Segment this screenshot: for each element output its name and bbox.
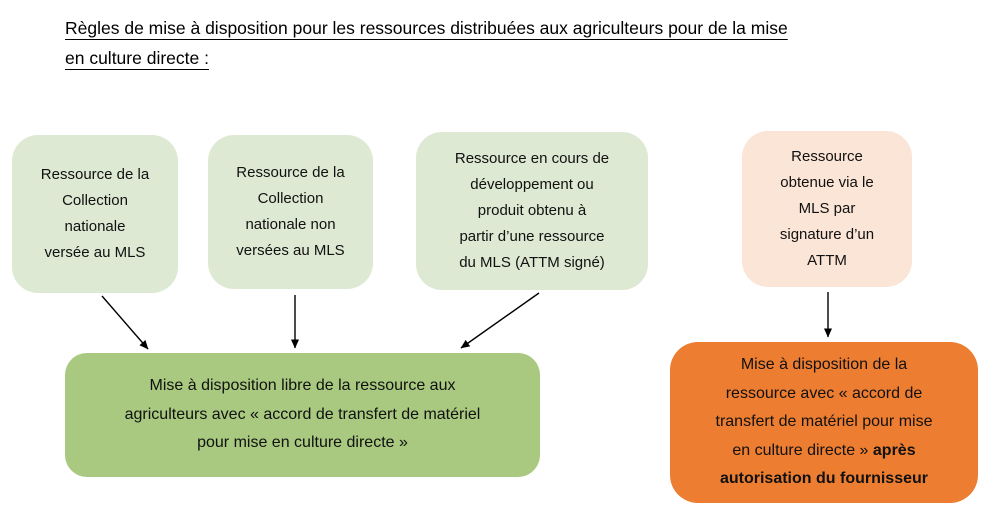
source-box-text: Ressource de la Collection nationale non… bbox=[236, 164, 345, 259]
outcome-box-mise-a-disposition-libre: Mise à disposition libre de la ressource… bbox=[65, 353, 540, 477]
source-box-text: Ressource obtenue via le MLS par signatu… bbox=[779, 148, 875, 269]
outcome-box-text: Mise à disposition de la ressource avec … bbox=[684, 351, 964, 494]
arrow-developpement-to-libre bbox=[460, 292, 540, 349]
source-box-collection-nationale-non-versee-mls: Ressource de la Collection nationale non… bbox=[208, 135, 373, 289]
source-box-collection-nationale-versee-mls: Ressource de la Collection nationale ver… bbox=[12, 135, 178, 293]
arrow-collection-versee-to-libre bbox=[101, 295, 149, 350]
source-box-ressource-obtenue-via-mls: Ressource obtenue via le MLS par signatu… bbox=[742, 131, 912, 287]
outcome-box-text-regular: Mise à disposition de la ressource avec … bbox=[715, 356, 933, 459]
page-title: Règles de mise à disposition pour les re… bbox=[65, 18, 788, 68]
outcome-box-mise-a-disposition-autorisation: Mise à disposition de la ressource avec … bbox=[670, 342, 978, 503]
outcome-box-text: Mise à disposition libre de la ressource… bbox=[124, 377, 481, 452]
source-box-text: Ressource en cours de développement ou p… bbox=[454, 150, 610, 271]
source-box-text: Ressource de la Collection nationale ver… bbox=[40, 166, 150, 261]
source-box-ressource-en-developpement: Ressource en cours de développement ou p… bbox=[416, 132, 648, 290]
outcome-box-text-bold: après autorisation du fournisseur bbox=[719, 441, 928, 488]
